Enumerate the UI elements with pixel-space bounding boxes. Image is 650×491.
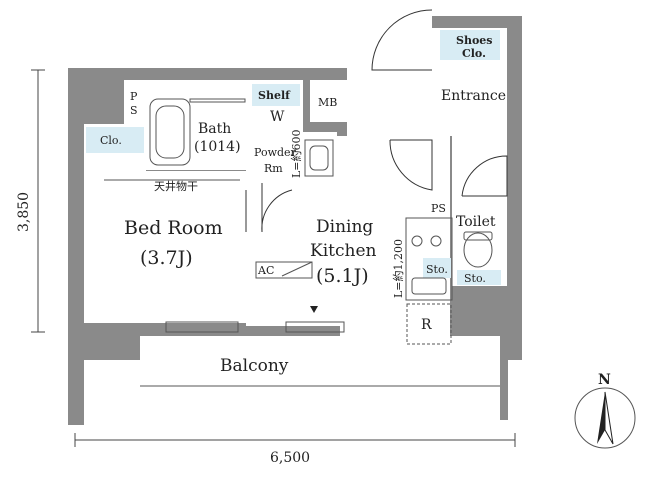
labels: Bed Room (3.7J) Dining Kitchen (5.1J) Ba…	[100, 34, 506, 376]
powder-rm-label: Rm	[264, 162, 283, 175]
powder-label: Powder	[254, 146, 297, 159]
toilet-storage	[457, 270, 501, 285]
compass-circle	[574, 387, 636, 449]
dining-window	[285, 321, 345, 333]
shoes-clo-label: Clo.	[462, 47, 486, 60]
dimension-lines: 6,500 3,850	[16, 69, 516, 466]
kitchen-label: Kitchen	[310, 241, 376, 261]
vanity-sink	[304, 139, 334, 177]
shoes-label: Shoes	[456, 34, 492, 47]
compass: N	[574, 372, 636, 449]
powder-door	[261, 183, 293, 233]
fridge-label: R	[421, 317, 432, 333]
stove-burner-2	[430, 235, 442, 247]
toilet-label: Toilet	[456, 214, 496, 230]
bedroom-closet	[86, 127, 144, 153]
mb-label: MB	[318, 96, 337, 109]
kitchen-sink	[411, 277, 447, 295]
kitchen-sto-label: Sto.	[426, 263, 448, 276]
storage-areas	[86, 30, 501, 285]
ps-bottom-label: S	[130, 104, 138, 117]
ps-top-label: P	[130, 90, 138, 103]
bathtub	[149, 98, 191, 166]
stove-burner-1	[411, 235, 423, 247]
width-dimension: 6,500	[270, 450, 310, 466]
toilet-bowl	[463, 232, 493, 268]
toilet-sto-label: Sto.	[464, 272, 486, 285]
toilet-door	[461, 155, 508, 197]
refrigerator-space	[406, 303, 452, 345]
dining-label: Dining	[316, 217, 373, 237]
height-dimension: 3,850	[16, 192, 32, 232]
entry-hall-door	[389, 139, 433, 191]
ac-unit	[255, 261, 313, 279]
shelf-area	[252, 84, 300, 106]
window-marker-icon	[310, 306, 318, 313]
north-label: N	[598, 372, 611, 388]
balcony-label: Balcony	[220, 356, 289, 376]
shoes-closet	[440, 30, 500, 60]
ceiling-drying-label: 天井物干	[154, 179, 198, 193]
shelf-label: Shelf	[258, 89, 291, 102]
kitchen-storage	[423, 258, 451, 278]
kitchen-size: (5.1J)	[316, 265, 369, 287]
bedroom-window	[165, 321, 239, 333]
closet-label: Clo.	[100, 134, 122, 147]
fixtures	[104, 98, 500, 387]
bath-label: Bath	[198, 121, 231, 137]
bedroom-label: Bed Room	[124, 217, 223, 239]
entrance-label: Entrance	[441, 88, 506, 104]
entrance-door	[371, 9, 433, 71]
ps-kitchen-label: PS	[431, 202, 446, 215]
washer-label: W	[270, 109, 285, 125]
ac-label: AC	[257, 264, 274, 277]
counter-length-label: L=約1,200	[391, 239, 405, 298]
kitchen-counter	[405, 217, 453, 301]
door-swings	[245, 9, 508, 233]
bedroom-size: (3.7J)	[140, 247, 193, 269]
bath-size: (1014)	[194, 139, 241, 155]
vanity-length-label: L=約600	[289, 129, 303, 178]
north-arrow-icon	[597, 392, 605, 444]
